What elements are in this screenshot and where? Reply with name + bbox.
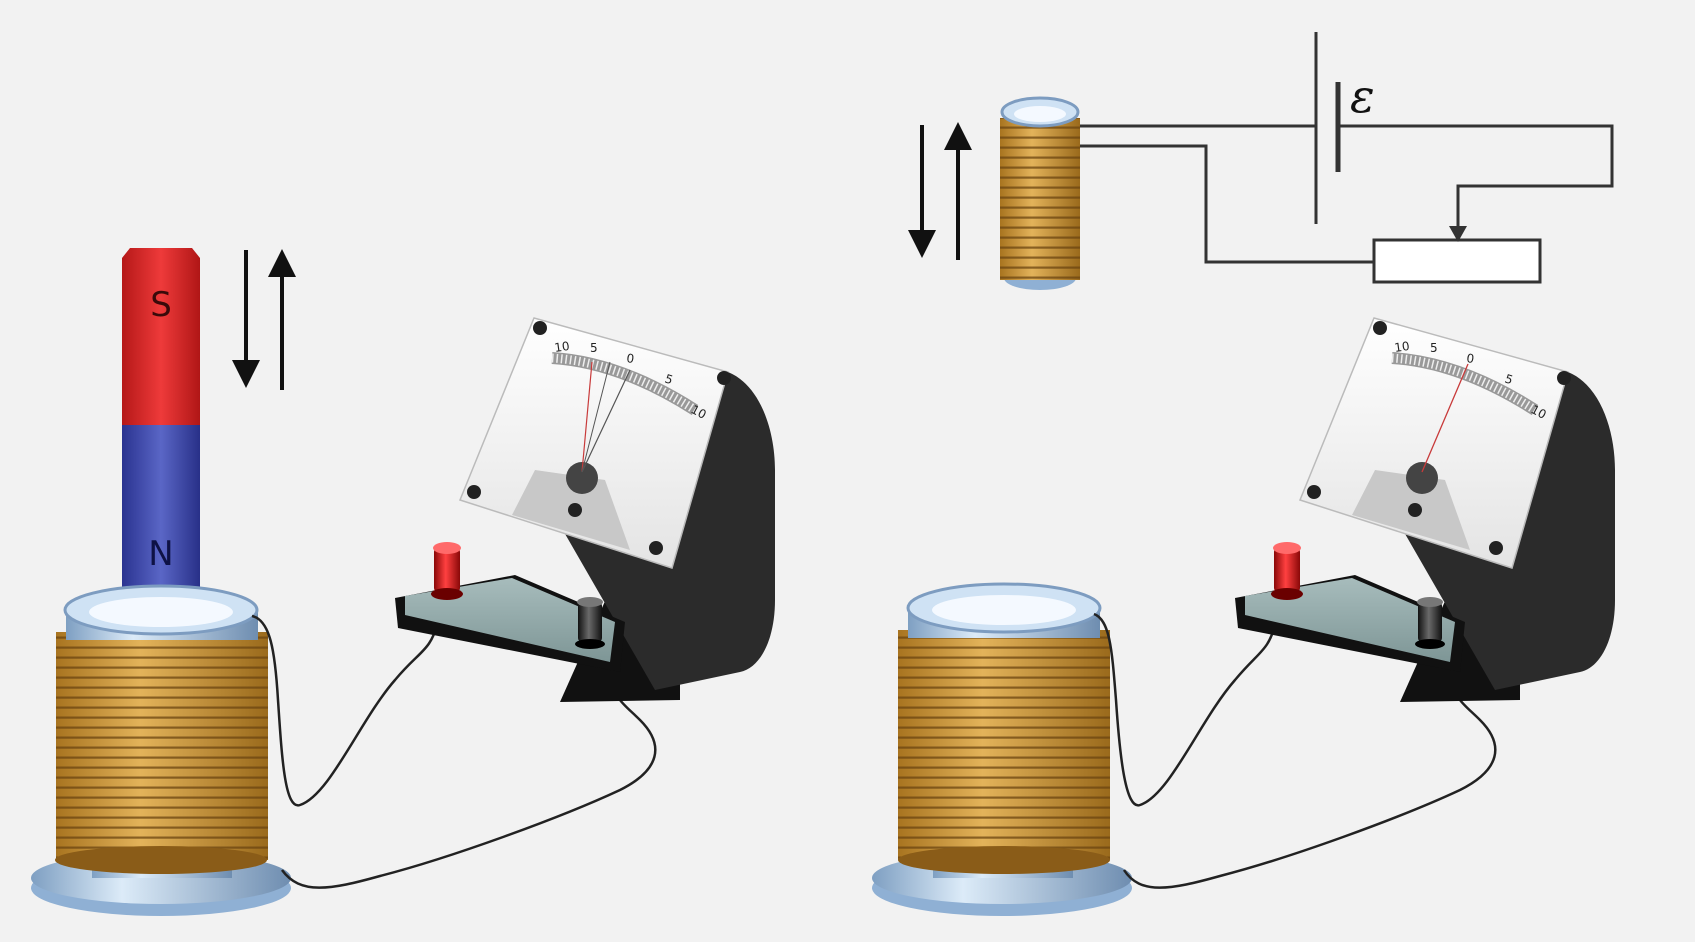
- scale-label: 0: [626, 351, 636, 366]
- left-setup: S N: [31, 248, 775, 916]
- left-wires: [251, 614, 657, 889]
- scale-label: 5: [590, 341, 598, 355]
- right-wires: [1093, 612, 1497, 889]
- coil-motion-arrows: [908, 122, 972, 260]
- needle-right-swing: [581, 369, 631, 473]
- scale-label: 5: [1503, 372, 1515, 388]
- bar-magnet: S N: [122, 248, 200, 588]
- left-galvanometer: 10 5 0 5 10: [395, 317, 775, 702]
- right-setup: ε: [872, 32, 1615, 916]
- negative-terminal: [1415, 597, 1445, 649]
- magnet-motion-arrows: [232, 249, 296, 390]
- primary-coil: [1000, 96, 1080, 290]
- negative-terminal: [575, 597, 605, 649]
- rheostat-slider-arrow: [1449, 226, 1467, 242]
- scale-label: 10: [1393, 339, 1410, 355]
- needle-left-swing: [581, 361, 593, 473]
- scale-label: 0: [1466, 351, 1476, 366]
- emf-label: ε: [1350, 69, 1375, 123]
- magnet-north-half: [122, 425, 200, 588]
- scale-label: 5: [663, 372, 675, 388]
- meter-base: [1245, 578, 1455, 662]
- scale-label: 10: [1529, 402, 1549, 422]
- needle: [1421, 363, 1469, 473]
- positive-terminal: [431, 542, 463, 600]
- down-arrow-icon: [908, 125, 936, 258]
- rheostat-symbol: [1372, 226, 1542, 284]
- magnet-south-half: [122, 248, 200, 425]
- meter-base: [405, 578, 615, 662]
- scale-label: 10: [553, 339, 570, 355]
- scale-label: 10: [689, 402, 709, 422]
- right-coil: [872, 582, 1132, 916]
- down-arrow-icon: [232, 250, 260, 388]
- primary-circuit: [1080, 124, 1614, 264]
- right-galvanometer: 10 5 0 5 10: [1235, 317, 1615, 702]
- magnet-north-label: N: [148, 534, 173, 574]
- needle-center: [581, 361, 611, 473]
- up-arrow-icon: [944, 122, 972, 260]
- magnet-south-label: S: [150, 285, 172, 325]
- battery-symbol: ε: [1314, 32, 1375, 224]
- left-coil: [31, 584, 291, 916]
- positive-terminal: [1271, 542, 1303, 600]
- scale-label: 5: [1430, 341, 1438, 355]
- up-arrow-icon: [268, 249, 296, 390]
- rheostat-body: [1372, 238, 1542, 284]
